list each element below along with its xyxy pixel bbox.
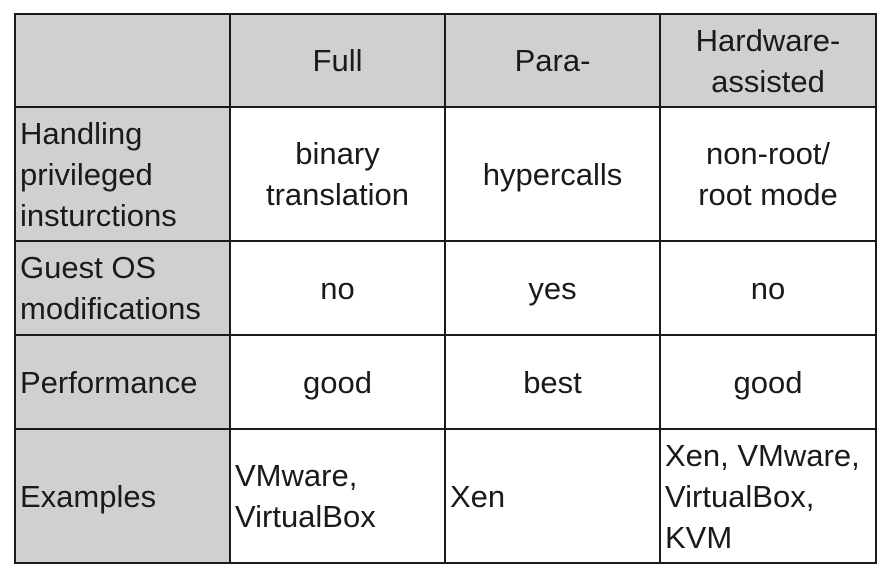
row-header-handling-privileged-instructions: Handling privileged insturctions xyxy=(14,106,231,242)
corner-cell xyxy=(14,13,231,108)
table-cell: no xyxy=(229,240,446,336)
column-header-hardware-assisted: Hardware- assisted xyxy=(659,13,877,108)
table-cell: Xen xyxy=(444,428,661,564)
virtualization-comparison-table: Full Para- Hardware- assisted Handling p… xyxy=(14,13,877,564)
table-row: Guest OS modifications no yes no xyxy=(14,240,877,336)
table-cell: best xyxy=(444,334,661,430)
row-header-examples: Examples xyxy=(14,428,231,564)
table-row: Handling privileged insturctions binary … xyxy=(14,106,877,242)
table-cell: yes xyxy=(444,240,661,336)
table-cell: VMware, VirtualBox xyxy=(229,428,446,564)
table-row: Performance good best good xyxy=(14,334,877,430)
column-header-para: Para- xyxy=(444,13,661,108)
table-cell: Xen, VMware, VirtualBox, KVM xyxy=(659,428,877,564)
column-header-full: Full xyxy=(229,13,446,108)
table-row: Examples VMware, VirtualBox Xen Xen, VMw… xyxy=(14,428,877,564)
row-header-performance: Performance xyxy=(14,334,231,430)
table-cell: good xyxy=(659,334,877,430)
table-cell: no xyxy=(659,240,877,336)
table-cell: good xyxy=(229,334,446,430)
table-cell: binary translation xyxy=(229,106,446,242)
row-header-guest-os-modifications: Guest OS modifications xyxy=(14,240,231,336)
table-header-row: Full Para- Hardware- assisted xyxy=(14,13,877,108)
table-cell: hypercalls xyxy=(444,106,661,242)
table-cell: non-root/ root mode xyxy=(659,106,877,242)
